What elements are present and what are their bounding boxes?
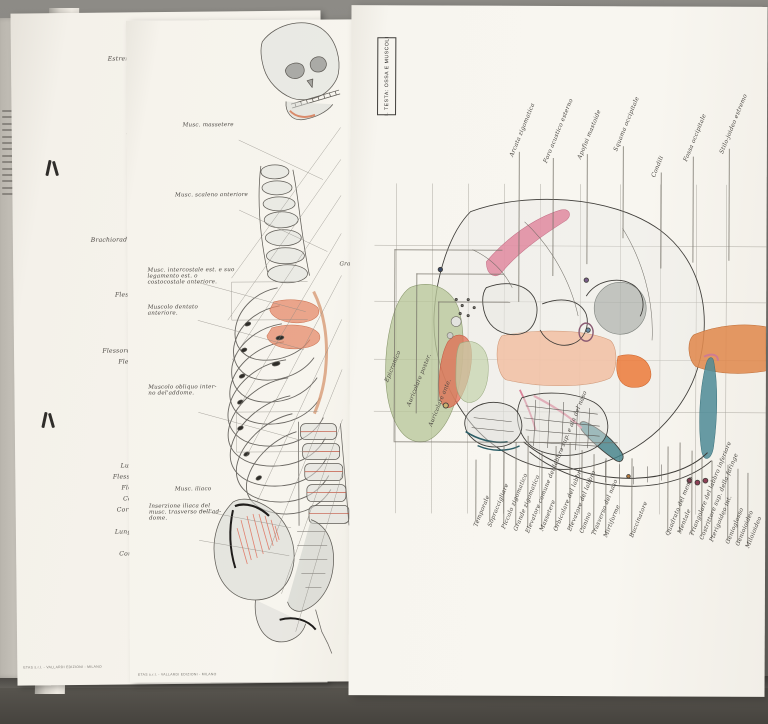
right-sheet[interactable]: I. TESTA: OSSA E MUSCOLI bbox=[348, 5, 768, 697]
staple-top bbox=[45, 159, 60, 177]
label-top: Squama occipitale bbox=[613, 96, 641, 153]
label-top: Stilo-joideo estremo bbox=[719, 93, 749, 155]
annotation: Inserzione iliaca del musc. trasverso de… bbox=[148, 503, 222, 522]
left-sheet-footer-print: ETAS s.r.l. - VALLARDI EDIZIONI - MILANO bbox=[23, 664, 102, 670]
annotation: Musc. scaleno anteriore bbox=[175, 192, 249, 199]
spine-trunk-figure bbox=[197, 22, 350, 654]
annotation: Muscolo obliquo inter- no del'addome. bbox=[148, 384, 217, 397]
annotation: Musc. massetere bbox=[182, 122, 234, 129]
label-top: Condili bbox=[651, 155, 666, 179]
plate-title-box: I. TESTA: OSSA E MUSCOLI bbox=[377, 36, 397, 117]
leader-line bbox=[747, 472, 749, 545]
staple-bottom bbox=[41, 411, 56, 429]
annotation: Musc. iliaco bbox=[174, 486, 212, 493]
plate-title: I. TESTA: OSSA E MUSCOLI bbox=[383, 36, 390, 117]
label-top: Foro acustico esterno bbox=[543, 98, 575, 165]
label-top: Apofisi mastoide bbox=[577, 109, 603, 161]
mid-sheet[interactable]: Musc. massetere Musc. scaleno anteriore … bbox=[125, 19, 377, 683]
label-top: Fossa occipitale bbox=[683, 113, 708, 163]
annotation: Muscolo dentato anteriore. bbox=[147, 304, 199, 317]
mid-sheet-footer-print: ETAS s.r.l. - VALLARDI EDIZIONI - MILANO bbox=[137, 672, 217, 677]
label-top: Arcata zigomatica bbox=[509, 102, 537, 158]
annotation: Musc. intercostale est. e suo legamento … bbox=[147, 267, 235, 286]
skull-lateral-drawing bbox=[373, 183, 767, 515]
